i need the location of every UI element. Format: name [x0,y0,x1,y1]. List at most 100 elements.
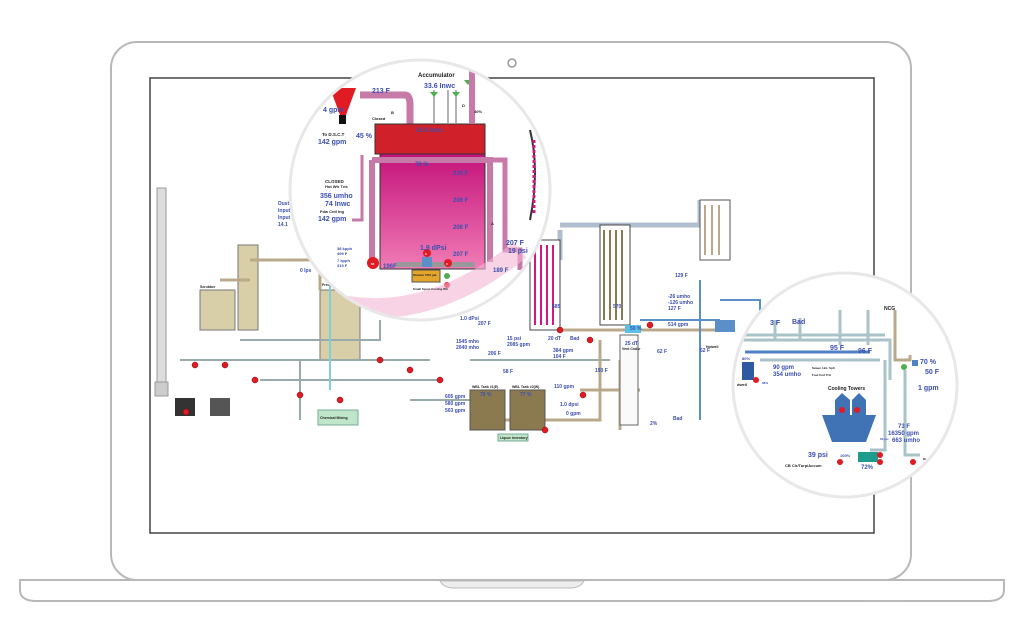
label: 62 F [657,349,667,355]
cyclone [330,88,356,115]
destination-label: CB Clr/Turp/Accum [785,463,822,468]
flow-in: 4 gpm [323,107,344,114]
temp-319: 319 F [337,263,348,268]
vent-pressure: 33.6 Inwc [424,83,455,90]
scrubber [199,289,236,331]
label: 14.1 [278,222,288,228]
head-pressure: 15.0 Inwc [416,128,443,134]
tank-level: 78 % [415,162,429,168]
tank-dark-1 [175,398,195,416]
return-temp: 96 F [858,348,873,355]
laptop-base [19,579,1005,602]
temp-50: 50 F [925,369,940,376]
label: Scrubber [200,285,216,289]
accumulator-tank [379,153,486,270]
label: 2040 mho [456,345,479,351]
valve-b-state: Closed [372,116,386,121]
conductivity: 356 umho [320,193,353,200]
label: 25 dT [625,341,638,347]
to-dsct: To D.S.C.T [322,132,345,137]
well-label: dwell [737,382,747,387]
hot-wtr-state: CLOSED [325,179,345,184]
cond-354: 354 umho [773,372,801,378]
tank-flow: 580 gpm [445,401,466,407]
dp: 1.9 dPsi [420,245,447,252]
kpph-2: 7 kpph [337,258,350,263]
bottom-temp: 196F [383,264,397,270]
label: 0 lps [300,268,312,274]
ncg-label: NCG [884,306,895,312]
label: Dust [278,201,289,207]
temp-499: 499 F [337,251,348,256]
wbl-tank-2 [509,389,546,431]
label: 104 F [553,354,566,360]
label: -126 umho [668,300,693,306]
wbl-tank-1 [469,389,506,431]
label: Bad [673,416,682,422]
foul-label: Foul Cnd Trtc [812,373,832,377]
basin-pump [858,452,878,462]
strainer [411,269,441,283]
tank1-name: WBL Tank #1(E) [472,385,498,389]
tank2-name: WBL Tank #2(W) [512,385,539,389]
label: -26 umho [668,294,690,300]
supply-temp: 73 F [898,424,910,430]
temp-1: 210 F [453,171,469,177]
header-pressure: 39 psi [808,452,828,459]
supply-flow: 16350 gpm [888,431,919,437]
out-pressure: 19 psi [508,248,528,255]
chimney-stack [156,187,167,389]
accumulator-title: Accumulator [418,73,455,79]
label: 0 gpm [566,411,581,417]
pump-label: 0 [446,262,448,266]
label: Vent Cndsr [622,347,641,351]
label: 58 F [503,369,513,375]
label: 206 F [488,351,501,357]
valve-d: D [462,103,465,108]
hot-wtr-tank: Hot Wtr Tnk [325,184,348,189]
label: 110 gpm [554,384,575,390]
pump-label: 0 [425,252,427,256]
label: Input [278,215,291,221]
label: Input [278,208,291,214]
flow-90gpm: 90 gpm [773,365,794,371]
label: 1.0 dPsi [460,316,480,322]
label: 384 gpm [553,348,574,354]
cooling-wtr-label: Small Spout Cooling Wtr [413,287,449,291]
label: 2085 gpm [507,342,531,348]
flow-1gpm: 1 gpm [918,385,939,392]
cooling-towers-title: Cooling Towers [828,386,865,392]
magnifier-cooling-towers [733,273,957,497]
label: 207 F [478,321,491,327]
flow-189: 189 F [493,268,509,274]
psi-small: 63 psi [880,437,889,441]
tank-flow: 503 gpm [445,408,466,414]
label: 50 % [630,326,642,332]
label: 129 F [675,273,688,279]
label: 2% [650,421,658,427]
label: Hotwell [706,345,718,349]
label: 570 [613,304,622,310]
level-80: 80% [742,356,750,361]
label: 127 F [668,306,681,312]
feed-flow: 142 gpm [318,216,346,223]
sewer-label: Sewer, Hnt. Splt [812,366,835,370]
return-temp: 3 F [770,320,781,327]
strainer-label: Strainer 50% gal [413,273,437,277]
label: 52 F [700,348,710,354]
temp-3: 206 F [453,225,469,231]
cyclone-level: 45 % [356,133,373,140]
bad-status: Bad [792,319,805,326]
out-temp: 207 F [506,240,525,247]
hotwell [715,320,735,332]
to-dsct-flow: 142 gpm [318,139,346,146]
pump-icon [367,257,379,269]
liquor-inventory-box [497,433,529,442]
label: 1545 mho [456,339,479,345]
tank-dark-2 [210,398,230,416]
return-temp: 95 F [830,345,845,352]
tank2-level: 77 % [520,392,532,398]
temp-2: 206 F [453,198,469,204]
label: 1.0 dpsi [560,402,579,408]
